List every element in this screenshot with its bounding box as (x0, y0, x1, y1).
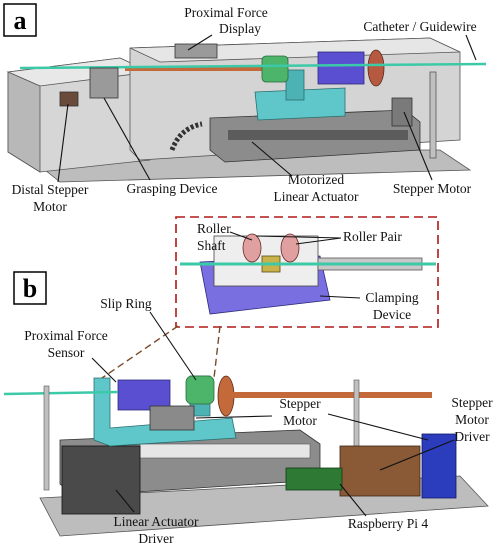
lead-stepper-b-2 (327, 413, 429, 441)
label-stepper-driver-1: Stepper (451, 395, 493, 410)
stepper-motor-b (149, 405, 195, 431)
lead-linear-driver (115, 489, 135, 513)
label-stepper-driver-2: Motor (455, 412, 489, 427)
cyan-carriage-a (254, 87, 346, 121)
lead-slip-ring (149, 311, 197, 381)
label-clamping-device: Device (373, 307, 411, 322)
stepper-driver-brown (339, 445, 421, 497)
lead-linear-actuator (251, 141, 293, 177)
stepper-driver-blue (421, 433, 457, 499)
blue-clamp-b (117, 379, 171, 411)
grasping-block (89, 67, 119, 99)
lead-roller-shaft (229, 231, 253, 241)
blue-motor-a (317, 51, 365, 85)
panel-b-box (13, 271, 47, 305)
force-display (174, 43, 218, 59)
lead-distal-stepper (57, 103, 69, 183)
label-distal-stepper-2: Motor (33, 199, 67, 214)
distal-stepper-block (59, 91, 79, 107)
label-proximal-force-display: Proximal Force (184, 5, 268, 20)
label-proximal-force: Proximal Force (24, 328, 108, 343)
lead-clamping (319, 295, 361, 299)
right-stand-a (429, 71, 437, 159)
label-stepper-b: Stepper (279, 396, 321, 411)
label-shaft: Shaft (197, 238, 226, 253)
left-stand-b (43, 385, 50, 491)
linear-actuator-driver-box (61, 445, 141, 515)
lead-proximal-sensor (91, 357, 117, 383)
label-motor-b: Motor (283, 413, 317, 428)
label-clamping: Clamping (365, 290, 418, 305)
label-motorized: Motorized (288, 172, 344, 187)
label-stepper-motor-a: Stepper Motor (393, 181, 472, 196)
label-linear-actuator: Linear Actuator (273, 189, 359, 204)
zoom-roller-right (280, 233, 300, 263)
zoom-link-left (101, 325, 179, 379)
panel-a: a Proximal Force Display Catheter / Guid… (3, 3, 487, 214)
lead-raspberry-pi (339, 483, 367, 517)
copper-rod-a (125, 66, 265, 71)
lead-stepper-b (195, 415, 273, 419)
label-grasping-device: Grasping Device (126, 181, 217, 196)
raspberry-pi-board (285, 467, 343, 491)
label-raspberry-pi: Raspberry Pi 4 (348, 516, 428, 531)
label-catheter-guidewire: Catheter / Guidewire (363, 19, 476, 34)
zoom-inset: Roller Shaft Roller Pair Clamping Device (101, 216, 439, 379)
label-proximal-sensor: Sensor (48, 345, 85, 360)
panel-b-letter: b (23, 274, 37, 303)
slip-ring-part (185, 375, 215, 405)
stepper-motor-block-a (391, 97, 413, 127)
panel-a-box (3, 3, 37, 37)
guidewire-b (3, 390, 119, 396)
green-part-a (261, 55, 289, 83)
label-linear-actuator-driver: Linear Actuator (113, 514, 199, 529)
left-housing-side (7, 71, 41, 173)
lead-stepper-driver (379, 439, 455, 471)
label-roller: Roller (197, 221, 231, 236)
lead-proximal-display (187, 34, 213, 51)
guidewire-a (19, 62, 487, 70)
label-proximal-force-display-2: Display (219, 21, 261, 36)
rotary-flange-b (217, 375, 235, 417)
zoom-link-right (213, 325, 221, 379)
lead-catheter (465, 34, 477, 61)
label-slip-ring: Slip Ring (100, 296, 152, 311)
actuator-slot (228, 130, 408, 140)
cyan-column-a (285, 69, 305, 101)
lead-roller-pair-2 (255, 235, 342, 239)
rotary-flange-a (367, 49, 385, 87)
copper-rod-b (232, 392, 432, 398)
label-roller-pair: Roller Pair (343, 229, 402, 244)
actuator-rail-b (139, 443, 311, 459)
cyan-frame-b (93, 377, 237, 447)
lead-roller-pair-1 (295, 237, 342, 245)
zoom-roller-left (242, 233, 262, 263)
cable-chain (169, 121, 203, 151)
panel-b: b Slip Ring Proximal Force Sensor Steppe… (3, 271, 493, 546)
lead-stepper-motor-a (403, 111, 433, 181)
label-stepper-driver-3: Driver (454, 429, 490, 444)
label-distal-stepper: Distal Stepper (12, 182, 89, 197)
label-linear-actuator-driver-2: Driver (138, 531, 174, 546)
panel-a-letter: a (14, 6, 27, 35)
lead-grasping (103, 97, 151, 181)
